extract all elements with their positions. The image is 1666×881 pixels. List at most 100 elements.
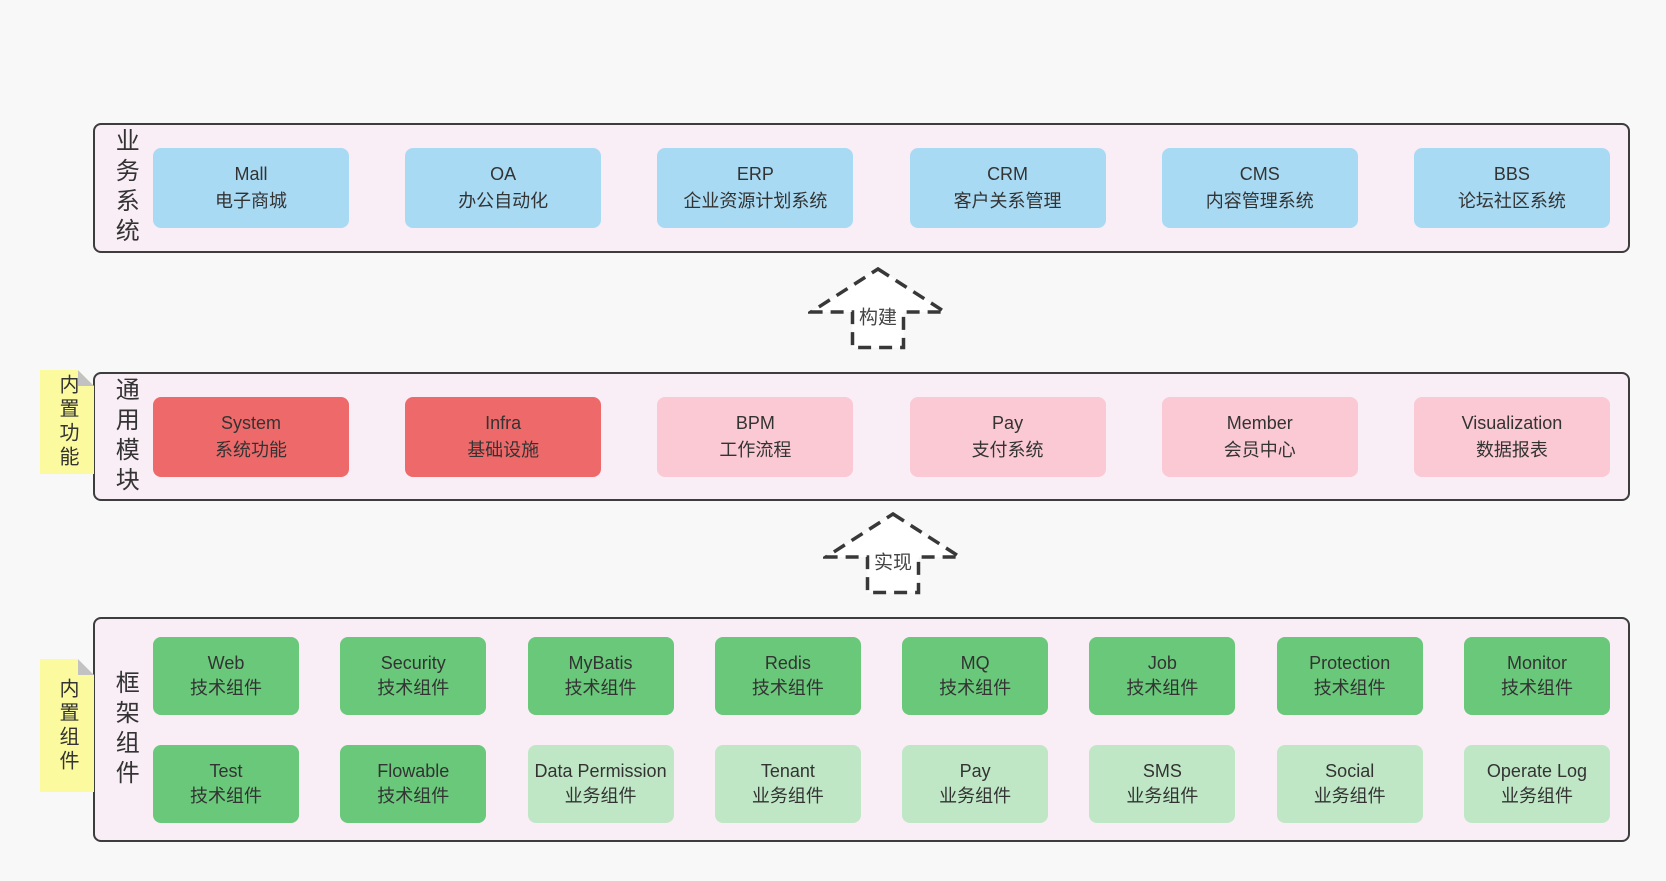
layer-label-text: 框架组件 (111, 669, 139, 790)
business-boxes-row: Mall 电子商城 OA 办公自动化 ERP 企业资源计划系统 CRM 客户关系… (153, 148, 1628, 228)
box-title: Pay (959, 760, 991, 781)
box-title: OA (490, 164, 517, 184)
arrow-implement: 实现 (823, 511, 963, 595)
box-subtitle: 技术组件 (1313, 677, 1386, 698)
arrow-build-label: 构建 (855, 302, 901, 330)
box-title: CMS (1239, 164, 1280, 184)
box-test: Test 技术组件 (153, 744, 299, 823)
box-mall: Mall 电子商城 (153, 148, 349, 228)
note-fold-corner-icon (78, 659, 94, 675)
box-bbs: BBS 论坛社区系统 (1413, 148, 1610, 228)
box-subtitle: 会员中心 (1223, 439, 1296, 460)
box-title: Web (207, 652, 245, 673)
sticky-note-text: 内置功能 (56, 374, 78, 470)
layer-label-common-modules: 通用模块 (95, 377, 153, 497)
box-title: BPM (735, 412, 775, 433)
box-subtitle: 业务组件 (939, 785, 1012, 806)
box-subtitle: 数据报表 (1475, 439, 1548, 460)
box-subtitle: 系统功能 (215, 439, 287, 460)
box-visualization: Visualization 数据报表 (1413, 396, 1610, 477)
box-title: Member (1226, 412, 1293, 433)
box-subtitle: 技术组件 (377, 785, 450, 806)
layer-framework-components: 内置组件 框架组件 Web 技术组件 Security 技术组件 MyBatis… (93, 617, 1630, 842)
box-title: Social (1325, 760, 1375, 781)
box-title: Mall (234, 164, 268, 184)
box-title: Flowable (377, 760, 450, 781)
box-oa: OA 办公自动化 (405, 148, 602, 228)
box-data-permission: Data Permission 业务组件 (527, 744, 674, 823)
box-title: ERP (736, 164, 774, 184)
sticky-note-builtin-components: 内置组件 (40, 659, 94, 792)
box-subtitle: 客户关系管理 (953, 191, 1062, 211)
layer-common-modules: 内置功能 通用模块 System 系统功能 Infra 基础设施 BPM 工作流… (93, 372, 1630, 501)
box-operate-log: Operate Log 业务组件 (1463, 744, 1610, 823)
box-subtitle: 业务组件 (1500, 785, 1573, 806)
box-web: Web 技术组件 (153, 636, 299, 715)
box-title: System (220, 412, 281, 433)
box-social: Social 业务组件 (1276, 744, 1423, 823)
box-title: Tenant (760, 760, 815, 781)
box-subtitle: 技术组件 (377, 677, 450, 698)
component-boxes-grid: Web 技术组件 Security 技术组件 MyBatis 技术组件 Redi… (153, 636, 1628, 823)
box-subtitle: 基础设施 (467, 439, 540, 460)
box-subtitle: 技术组件 (190, 785, 262, 806)
sticky-note-builtin-features: 内置功能 (40, 370, 94, 474)
box-title: SMS (1142, 760, 1182, 781)
box-mq: MQ 技术组件 (902, 636, 1049, 715)
box-protection: Protection 技术组件 (1276, 636, 1423, 715)
box-subtitle: 技术组件 (190, 677, 262, 698)
box-title: MQ (960, 652, 990, 673)
layer-business-systems: 业务系统 Mall 电子商城 OA 办公自动化 ERP 企业资源计划系统 CRM… (93, 123, 1630, 253)
box-pay-component: Pay 业务组件 (902, 744, 1049, 823)
box-subtitle: 业务组件 (751, 785, 824, 806)
box-title: Visualization (1461, 412, 1563, 433)
module-boxes-row: System 系统功能 Infra 基础设施 BPM 工作流程 Pay 支付系统… (153, 396, 1628, 477)
box-subtitle: 工作流程 (719, 439, 792, 460)
box-subtitle: 技术组件 (564, 677, 637, 698)
box-redis: Redis 技术组件 (714, 636, 861, 715)
box-security: Security 技术组件 (340, 636, 487, 715)
box-subtitle: 内容管理系统 (1205, 191, 1314, 211)
box-mybatis: MyBatis 技术组件 (527, 636, 674, 715)
sticky-note-text: 内置组件 (56, 677, 78, 774)
box-title: Test (209, 760, 243, 781)
component-row-1: Web 技术组件 Security 技术组件 MyBatis 技术组件 Redi… (153, 636, 1610, 715)
box-subtitle: 技术组件 (939, 677, 1012, 698)
box-title: Job (1147, 652, 1177, 673)
box-title: Protection (1309, 652, 1391, 673)
box-title: Monitor (1506, 652, 1567, 673)
box-title: CRM (987, 164, 1029, 184)
box-pay-system: Pay 支付系统 (909, 396, 1106, 477)
box-subtitle: 技术组件 (1500, 677, 1573, 698)
box-subtitle: 支付系统 (971, 439, 1044, 460)
box-monitor: Monitor 技术组件 (1463, 636, 1610, 715)
box-title: Operate Log (1486, 760, 1587, 781)
box-member: Member 会员中心 (1161, 396, 1358, 477)
layer-label-framework-components: 框架组件 (95, 670, 153, 790)
box-sms: SMS 业务组件 (1089, 744, 1236, 823)
box-cms: CMS 内容管理系统 (1161, 148, 1358, 228)
box-subtitle: 业务组件 (1126, 785, 1199, 806)
box-subtitle: 技术组件 (751, 677, 824, 698)
box-title: Redis (764, 652, 811, 673)
arrow-implement-label: 实现 (870, 547, 916, 575)
box-flowable: Flowable 技术组件 (340, 744, 487, 823)
box-subtitle: 技术组件 (1126, 677, 1199, 698)
box-title: Security (380, 652, 446, 673)
box-infra: Infra 基础设施 (405, 396, 602, 477)
box-title: Data Permission (534, 760, 667, 781)
box-crm: CRM 客户关系管理 (909, 148, 1106, 228)
layer-label-text: 通用模块 (111, 376, 139, 497)
box-erp: ERP 企业资源计划系统 (657, 148, 854, 228)
box-title: BBS (1493, 164, 1530, 184)
component-row-2: Test 技术组件 Flowable 技术组件 Data Permission … (153, 744, 1610, 823)
arrow-build: 构建 (808, 266, 948, 350)
note-fold-corner-icon (78, 370, 94, 386)
box-title: MyBatis (568, 652, 633, 673)
box-job: Job 技术组件 (1089, 636, 1236, 715)
box-system: System 系统功能 (153, 396, 349, 477)
box-tenant: Tenant 业务组件 (714, 744, 861, 823)
box-title: Pay (992, 412, 1024, 433)
box-subtitle: 企业资源计划系统 (683, 191, 828, 211)
